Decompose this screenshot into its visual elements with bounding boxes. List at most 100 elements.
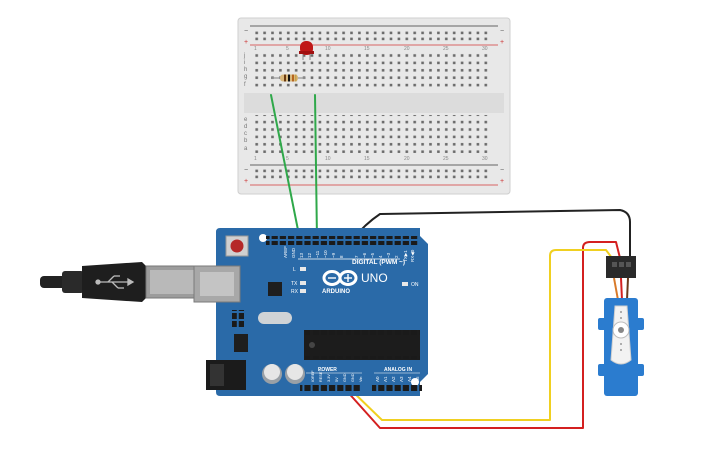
analog-header[interactable] xyxy=(372,384,422,393)
svg-text:RESET: RESET xyxy=(319,369,323,382)
usb-cable[interactable] xyxy=(40,262,199,302)
svg-text:4: 4 xyxy=(378,255,383,258)
svg-text:2: 2 xyxy=(394,255,399,258)
svg-text:15: 15 xyxy=(364,46,370,52)
svg-text:−: − xyxy=(244,167,248,174)
svg-text:TX▶1: TX▶1 xyxy=(403,250,408,262)
svg-text:8: 8 xyxy=(339,255,344,258)
l-led xyxy=(300,267,306,271)
svg-text:20: 20 xyxy=(404,46,410,52)
svg-text:A2: A2 xyxy=(391,376,396,382)
svg-text:i: i xyxy=(244,60,245,66)
digital-label: DIGITAL (PWM ~) xyxy=(352,259,405,266)
svg-text:30: 30 xyxy=(482,156,488,162)
svg-text:AREF: AREF xyxy=(283,246,288,258)
svg-text:c: c xyxy=(244,131,247,137)
svg-text:A1: A1 xyxy=(383,376,388,382)
svg-text:+: + xyxy=(244,39,248,46)
digital-pin-labels: AREF GND 13 12 ~11 ~10 ~9 8 7 ~6 ~5 4 ~3… xyxy=(283,246,415,262)
power-header[interactable] xyxy=(300,384,360,393)
on-label: ON xyxy=(411,282,419,288)
svg-text:+: + xyxy=(244,178,248,185)
svg-text:+: + xyxy=(500,178,504,185)
breadboard[interactable]: − + − + − + − + j i h g f e d c b a xyxy=(237,17,511,195)
svg-text:e: e xyxy=(244,117,248,123)
svg-text:A4: A4 xyxy=(407,376,412,382)
red-led[interactable] xyxy=(299,41,314,60)
digital-header[interactable] xyxy=(266,236,418,245)
top-power-rail[interactable] xyxy=(252,30,492,42)
arduino-brand: ARDUINO xyxy=(322,289,350,295)
svg-text:A0: A0 xyxy=(375,376,380,382)
arduino-uno-board[interactable]: AREF GND 13 12 ~11 ~10 ~9 8 7 ~6 ~5 4 ~3… xyxy=(193,228,428,396)
upper-terminal-strip[interactable] xyxy=(252,51,492,89)
wire-green-pin13 xyxy=(314,94,318,241)
reset-button[interactable] xyxy=(225,235,249,257)
tx-led xyxy=(300,281,306,285)
micro-servo[interactable] xyxy=(598,256,644,396)
small-ic xyxy=(268,282,282,296)
svg-text:L: L xyxy=(293,267,296,273)
crystal-oscillator xyxy=(258,312,292,324)
resistor[interactable] xyxy=(272,74,305,82)
svg-text:RX: RX xyxy=(291,289,299,295)
capacitors xyxy=(262,364,305,384)
svg-text:Vin: Vin xyxy=(359,377,363,382)
svg-text:b: b xyxy=(244,138,248,144)
svg-text:1: 1 xyxy=(254,46,257,52)
breadboard-row-letters: j i h g f e d c b a xyxy=(243,53,248,152)
svg-text:25: 25 xyxy=(443,156,449,162)
svg-text:−: − xyxy=(500,167,504,174)
svg-text:5: 5 xyxy=(286,46,289,52)
power-label: POWER xyxy=(318,367,337,373)
analog-pin-labels: A0 A1 A2 A3 A4 A5 xyxy=(375,376,420,382)
status-led-labels: L TX RX xyxy=(291,267,299,295)
svg-text:~5: ~5 xyxy=(370,252,375,258)
svg-text:j: j xyxy=(243,53,245,59)
svg-text:GND: GND xyxy=(351,373,355,382)
svg-text:30: 30 xyxy=(482,46,488,52)
svg-text:12: 12 xyxy=(307,252,312,258)
svg-text:1: 1 xyxy=(254,156,257,162)
svg-text:GND: GND xyxy=(343,373,347,382)
voltage-regulator xyxy=(234,334,248,352)
svg-text:~9: ~9 xyxy=(331,252,336,258)
svg-text:A5: A5 xyxy=(415,376,420,382)
svg-text:d: d xyxy=(244,124,247,130)
svg-text:a: a xyxy=(244,146,248,152)
svg-text:~11: ~11 xyxy=(315,250,320,258)
rx-led xyxy=(300,289,306,293)
bottom-power-rail[interactable] xyxy=(252,168,492,180)
wire-red-5v-servo xyxy=(344,241,621,429)
svg-text:5: 5 xyxy=(286,156,289,162)
svg-text:10: 10 xyxy=(325,156,331,162)
svg-text:IOREF: IOREF xyxy=(311,370,315,382)
on-led xyxy=(402,282,408,286)
svg-text:h: h xyxy=(244,67,247,73)
svg-text:7: 7 xyxy=(354,255,359,258)
svg-text:~3: ~3 xyxy=(386,252,391,258)
wire-green-gnd xyxy=(270,94,301,241)
arduino-logo-icon xyxy=(322,270,358,286)
icsp-header xyxy=(232,310,244,328)
svg-text:A3: A3 xyxy=(399,376,404,382)
svg-text:+: + xyxy=(500,39,504,46)
svg-text:~6: ~6 xyxy=(362,252,367,258)
usb-symbol-icon xyxy=(95,275,135,289)
power-pin-labels: IOREF RESET 3.3V 5V GND GND Vin xyxy=(311,369,363,382)
svg-text:~10: ~10 xyxy=(323,250,328,258)
svg-text:5V: 5V xyxy=(335,377,339,382)
arduino-logo-symbols xyxy=(328,274,352,282)
lower-terminal-strip[interactable] xyxy=(252,115,492,153)
wire-yellow-signal-servo xyxy=(349,249,613,421)
atmega-chip xyxy=(304,330,420,361)
svg-text:10: 10 xyxy=(325,46,331,52)
svg-text:15: 15 xyxy=(364,156,370,162)
breadboard-column-numbers: 1 5 10 15 20 25 30 1 5 10 15 20 25 30 xyxy=(254,46,488,162)
svg-text:3.3V: 3.3V xyxy=(327,374,331,382)
svg-text:f: f xyxy=(244,82,246,88)
svg-text:20: 20 xyxy=(404,156,410,162)
svg-text:−: − xyxy=(244,28,248,35)
svg-text:13: 13 xyxy=(299,252,304,258)
